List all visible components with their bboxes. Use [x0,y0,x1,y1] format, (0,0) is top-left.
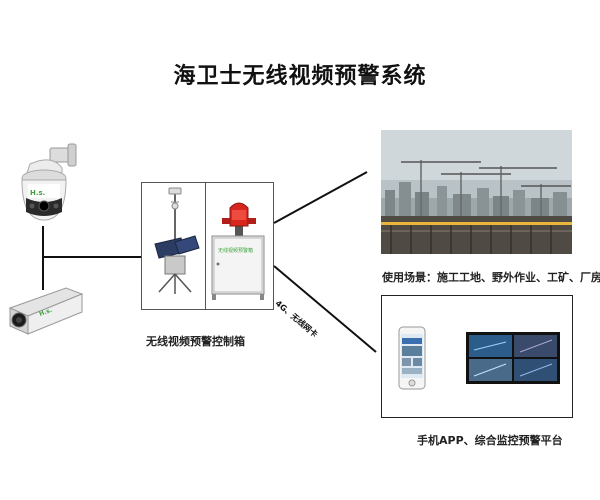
platform-caption: 手机APP、综合监控预警平台 [417,432,563,448]
line-to-scene [274,172,367,223]
monitor-wall-icon [466,332,560,384]
construction-scene-image [381,130,572,254]
smartphone-icon [398,326,426,390]
scene-caption: 使用场景：施工工地、野外作业、工矿、厂房 [382,269,600,285]
construction-scene-photo [381,130,572,254]
